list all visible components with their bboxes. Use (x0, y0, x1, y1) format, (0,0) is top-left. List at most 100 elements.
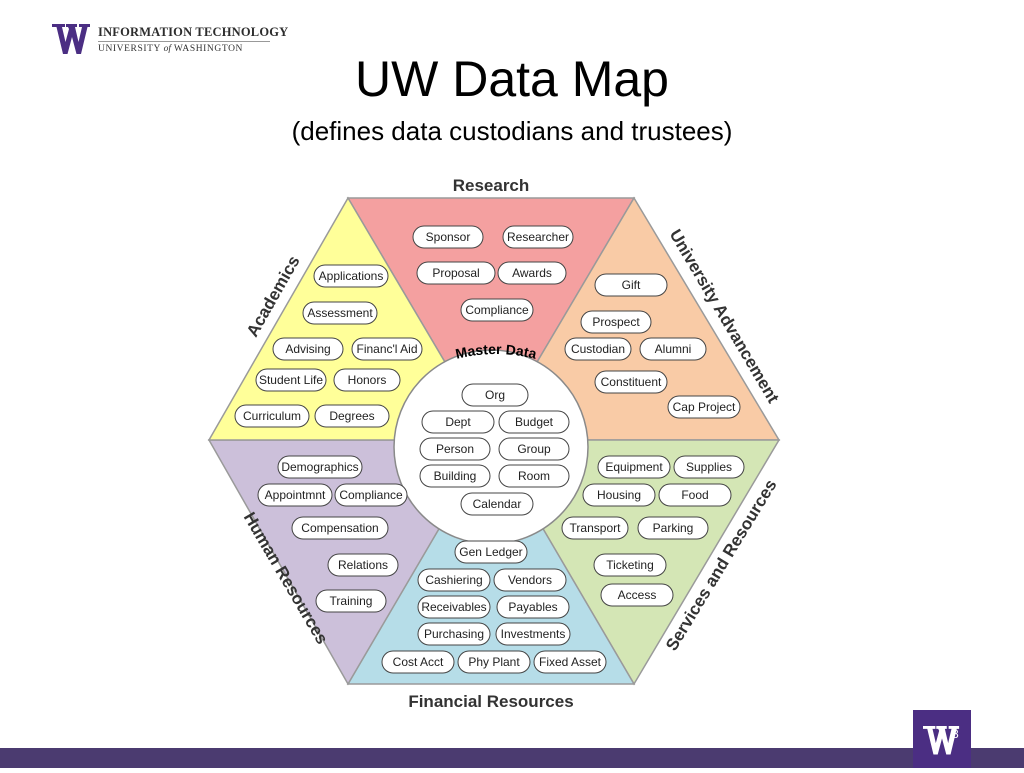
item-university-advancement-prospect: Prospect (580, 310, 652, 334)
item-financial-resources-cost-acct: Cost Acct (381, 650, 455, 674)
item-pill-label: Demographics (281, 460, 358, 474)
item-academics-assessment: Assessment (302, 301, 378, 325)
item-pill-bg (495, 622, 571, 646)
item-academics-financ-l-aid: Financ'l Aid (351, 337, 423, 361)
item-university-advancement-gift: Gift (594, 273, 668, 297)
item-pill-label: Cashiering (425, 573, 482, 587)
item-pill-label: Compliance (465, 303, 529, 317)
item-services-resources-housing: Housing (582, 483, 656, 507)
page-title: UW Data Map (355, 51, 669, 107)
item-pill-bg (417, 622, 491, 646)
item-pill-bg (496, 595, 570, 619)
item-pill-label: Dept (445, 415, 471, 429)
item-financial-resources-payables: Payables (496, 595, 570, 619)
item-pill-label: Phy Plant (468, 655, 520, 669)
item-pill-bg (597, 455, 671, 479)
item-pill-bg (334, 483, 408, 507)
item-pill-label: Fixed Asset (539, 655, 602, 669)
item-pill-label: Constituent (601, 375, 662, 389)
item-pill-label: Financ'l Aid (357, 342, 418, 356)
item-pill-label: Group (517, 442, 551, 456)
item-financial-resources-cashiering: Cashiering (417, 568, 491, 592)
item-pill-label: Training (330, 594, 373, 608)
item-pill-bg (419, 437, 491, 461)
item-pill-label: Vendors (508, 573, 552, 587)
item-financial-resources-purchasing: Purchasing (417, 622, 491, 646)
item-pill-label: Appointmnt (265, 488, 326, 502)
item-pill-bg (498, 410, 570, 434)
item-research-proposal: Proposal (416, 261, 496, 285)
item-pill-bg (417, 595, 491, 619)
org-name-line1: INFORMATION TECHNOLOGY (98, 25, 289, 39)
item-pill-bg (272, 337, 344, 361)
item-pill-bg (419, 464, 491, 488)
item-master-data-group: Group (498, 437, 570, 461)
item-human-resources-compliance: Compliance (334, 483, 408, 507)
item-pill-label: Relations (338, 558, 388, 572)
item-pill-bg (351, 337, 423, 361)
item-pill-label: Alumni (655, 342, 692, 356)
item-pill-bg (327, 553, 399, 577)
item-pill-bg (457, 650, 531, 674)
item-services-resources-supplies: Supplies (673, 455, 745, 479)
item-services-resources-food: Food (658, 483, 732, 507)
item-pill-label: Parking (653, 521, 694, 535)
item-pill-label: Room (518, 469, 550, 483)
item-pill-bg (460, 492, 534, 516)
footer-w-logo-icon (923, 726, 960, 755)
item-pill-bg (313, 264, 389, 288)
logo-divider (98, 41, 270, 42)
item-pill-label: Assessment (307, 306, 373, 320)
item-pill-bg (594, 370, 668, 394)
item-academics-student-life: Student Life (255, 368, 327, 392)
item-pill-label: Budget (515, 415, 554, 429)
item-pill-label: Advising (285, 342, 330, 356)
item-research-awards: Awards (497, 261, 567, 285)
item-pill-bg (498, 437, 570, 461)
item-human-resources-training: Training (315, 589, 387, 613)
item-pill-bg (673, 455, 745, 479)
item-research-researcher: Researcher (502, 225, 574, 249)
item-pill-label: Person (436, 442, 474, 456)
item-academics-degrees: Degrees (314, 404, 390, 428)
item-pill-bg (564, 337, 632, 361)
item-university-advancement-alumni: Alumni (639, 337, 707, 361)
item-pill-label: Building (434, 469, 477, 483)
item-services-resources-equipment: Equipment (597, 455, 671, 479)
item-pill-bg (333, 368, 401, 392)
item-master-data-budget: Budget (498, 410, 570, 434)
item-pill-bg (502, 225, 574, 249)
item-university-advancement-custodian: Custodian (564, 337, 632, 361)
item-pill-bg (255, 368, 327, 392)
item-pill-label: Cap Project (673, 400, 736, 414)
item-pill-label: Food (681, 488, 708, 502)
item-pill-bg (454, 540, 528, 564)
item-university-advancement-constituent: Constituent (594, 370, 668, 394)
item-research-sponsor: Sponsor (412, 225, 484, 249)
item-pill-label: Payables (508, 600, 557, 614)
item-services-resources-transport: Transport (561, 516, 629, 540)
item-pill-bg (637, 516, 709, 540)
item-pill-label: Researcher (507, 230, 569, 244)
item-master-data-dept: Dept (421, 410, 495, 434)
item-pill-label: Awards (512, 266, 552, 280)
item-academics-applications: Applications (313, 264, 389, 288)
item-pill-bg (498, 464, 570, 488)
item-pill-bg (417, 568, 491, 592)
item-financial-resources-investments: Investments (495, 622, 571, 646)
item-services-resources-access: Access (600, 583, 674, 607)
item-pill-label: Sponsor (426, 230, 471, 244)
item-human-resources-compensation: Compensation (291, 516, 389, 540)
item-pill-bg (533, 650, 607, 674)
item-pill-bg (658, 483, 732, 507)
item-pill-bg (497, 261, 567, 285)
item-pill-label: Receivables (421, 600, 486, 614)
item-pill-bg (257, 483, 333, 507)
item-research-compliance: Compliance (460, 298, 534, 322)
item-pill-label: Gen Ledger (459, 545, 522, 559)
item-master-data-person: Person (419, 437, 491, 461)
item-pill-bg (421, 410, 495, 434)
item-human-resources-appointmnt: Appointmnt (257, 483, 333, 507)
item-master-data-room: Room (498, 464, 570, 488)
